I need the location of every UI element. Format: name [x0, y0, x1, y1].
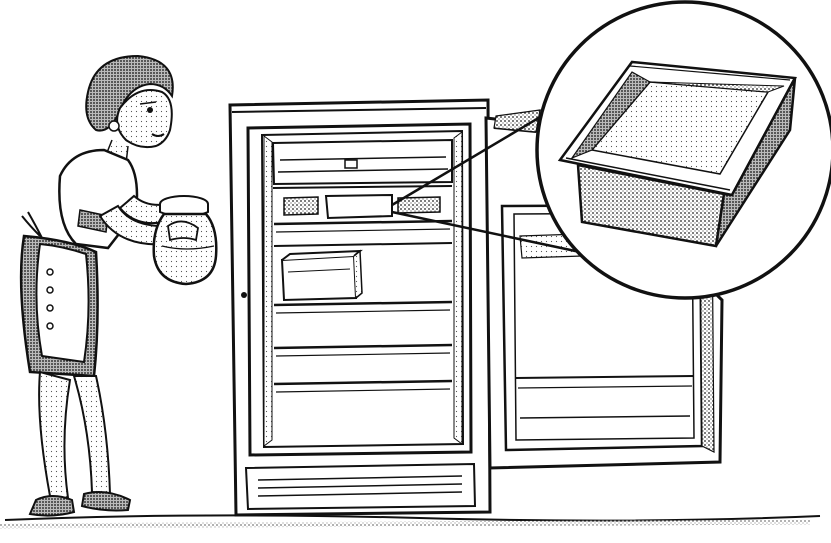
woman-figure-icon — [19, 54, 180, 517]
face — [116, 89, 173, 149]
mouth — [151, 133, 165, 137]
shoe-left — [28, 495, 76, 517]
leg-left — [38, 370, 72, 500]
leg-right — [72, 375, 112, 496]
ground-line — [4, 514, 821, 522]
fridge-vent — [244, 462, 477, 511]
hair — [85, 54, 174, 132]
freezer-compartment — [271, 138, 453, 186]
drip-tray — [272, 185, 453, 220]
ground-shadow — [0, 519, 811, 529]
apron-buttons — [46, 268, 54, 330]
jar-icon — [152, 195, 218, 286]
food-container — [280, 249, 363, 302]
eye — [147, 107, 153, 113]
tray-icon — [557, 60, 797, 248]
apron — [35, 242, 90, 364]
fridge-shelves — [273, 219, 453, 393]
shoe-right — [80, 491, 132, 512]
refrigerator-icon — [228, 98, 492, 517]
